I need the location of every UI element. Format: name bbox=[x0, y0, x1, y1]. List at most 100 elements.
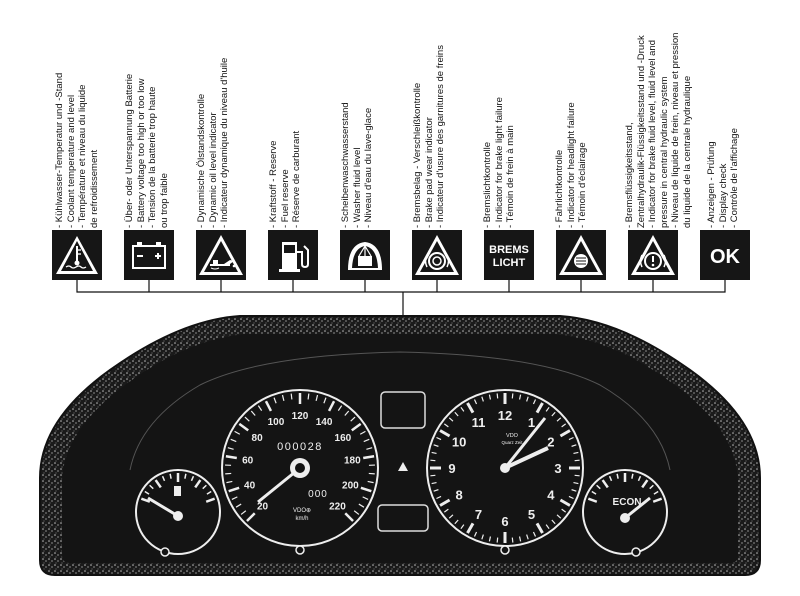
clock-tick bbox=[430, 474, 436, 477]
speed-label: 40 bbox=[244, 480, 256, 491]
speed-tick bbox=[344, 410, 350, 416]
clock-number: 4 bbox=[547, 488, 555, 503]
speed-tick bbox=[351, 422, 362, 432]
clock-tick bbox=[511, 393, 514, 399]
brake-pad-icon bbox=[412, 230, 462, 280]
clock-tick bbox=[556, 417, 562, 422]
speed-tick bbox=[315, 394, 319, 402]
clock-tick bbox=[518, 394, 522, 400]
clock-tick bbox=[561, 423, 567, 428]
fuel-gauge-ticks bbox=[140, 473, 216, 503]
clock-tick bbox=[488, 394, 492, 400]
gauge-tick bbox=[154, 479, 162, 489]
gauge-tick bbox=[601, 479, 609, 489]
clock-tick bbox=[535, 402, 544, 414]
clock-tick bbox=[443, 423, 449, 428]
econ-gauge: ECON bbox=[582, 469, 668, 555]
speed-tick bbox=[307, 393, 310, 400]
speed-tick bbox=[360, 486, 372, 493]
speed-tick bbox=[226, 480, 233, 484]
oil-can-icon bbox=[196, 230, 246, 280]
licht-text: LICHT bbox=[493, 257, 526, 269]
speed-tick bbox=[353, 510, 360, 515]
clock-tick bbox=[466, 522, 475, 534]
speed-tick bbox=[273, 397, 277, 404]
gauge-tick bbox=[194, 479, 202, 489]
clock-tick bbox=[443, 508, 449, 513]
gauge-tick bbox=[641, 479, 649, 489]
speed-tick bbox=[230, 438, 237, 443]
speed-tick bbox=[240, 510, 247, 515]
speed-tick bbox=[228, 486, 240, 493]
speed-tick bbox=[344, 512, 354, 522]
speed-tick bbox=[257, 405, 263, 411]
speed-tick bbox=[250, 410, 256, 416]
clock-number: 3 bbox=[554, 461, 561, 476]
clock-ticks bbox=[430, 393, 580, 543]
clock-tick bbox=[448, 514, 454, 519]
clock-tick bbox=[574, 474, 580, 477]
gauge-tick bbox=[169, 473, 172, 479]
speed-label: 200 bbox=[342, 480, 359, 491]
clock-tick bbox=[430, 459, 436, 462]
battery-icon bbox=[124, 230, 174, 280]
speed-tick bbox=[366, 447, 373, 450]
gauge-tick bbox=[161, 475, 166, 482]
speed-tick bbox=[363, 438, 370, 443]
clock-tick bbox=[571, 489, 577, 492]
clock-sub: Quarz Zeit bbox=[501, 440, 523, 445]
indicator-window-bottom bbox=[377, 504, 429, 532]
clock-tick bbox=[526, 534, 529, 540]
speed-tick bbox=[235, 503, 242, 508]
clock-tick bbox=[568, 436, 574, 441]
trip-counter: 000 bbox=[308, 489, 328, 500]
speed-label: 140 bbox=[316, 417, 333, 428]
speed-tick bbox=[359, 430, 366, 435]
clock-tick bbox=[532, 399, 537, 405]
speed-label: 220 bbox=[329, 501, 346, 512]
clock-tick bbox=[436, 495, 442, 500]
clock-tick bbox=[481, 396, 484, 402]
clock-tick bbox=[439, 429, 451, 438]
coolant-icon bbox=[52, 230, 102, 280]
fuel-pump-icon bbox=[268, 230, 318, 280]
gauge-tick bbox=[596, 484, 601, 490]
clock-tick bbox=[433, 489, 439, 492]
clock-number: 6 bbox=[501, 514, 508, 529]
speed-tick bbox=[225, 455, 237, 460]
gauge-tick bbox=[202, 484, 207, 490]
gauge-tick bbox=[649, 484, 654, 490]
clock-number: 7 bbox=[475, 507, 482, 522]
clock-tick bbox=[460, 524, 465, 530]
speedometer-brand: VDO⊕ bbox=[293, 508, 311, 514]
clock-number: 8 bbox=[455, 488, 462, 503]
speed-tick bbox=[290, 393, 293, 400]
clock-tick bbox=[454, 411, 459, 417]
gauge-tick bbox=[591, 490, 597, 495]
turn-arrow-icon bbox=[398, 462, 408, 471]
speed-tick bbox=[337, 405, 343, 411]
speed-tick bbox=[231, 496, 238, 500]
clock-tick bbox=[473, 531, 478, 537]
speed-tick bbox=[327, 400, 336, 412]
speed-tick bbox=[281, 394, 285, 402]
clock-tick bbox=[496, 537, 499, 543]
clock-tick bbox=[545, 524, 550, 530]
clock-tick bbox=[551, 519, 556, 525]
gauge-tick bbox=[587, 497, 598, 503]
gauge-tick bbox=[190, 475, 195, 482]
speed-label: 80 bbox=[252, 433, 264, 444]
fuel-gauge bbox=[135, 469, 221, 555]
clock-tick bbox=[488, 536, 492, 542]
clock-number: 10 bbox=[452, 435, 466, 450]
speed-label: 160 bbox=[335, 433, 352, 444]
clock-tick bbox=[460, 406, 465, 412]
speed-tick bbox=[350, 416, 356, 422]
speed-tick bbox=[323, 397, 327, 404]
clock-number: 2 bbox=[547, 435, 554, 450]
speed-label: 120 bbox=[292, 411, 309, 422]
